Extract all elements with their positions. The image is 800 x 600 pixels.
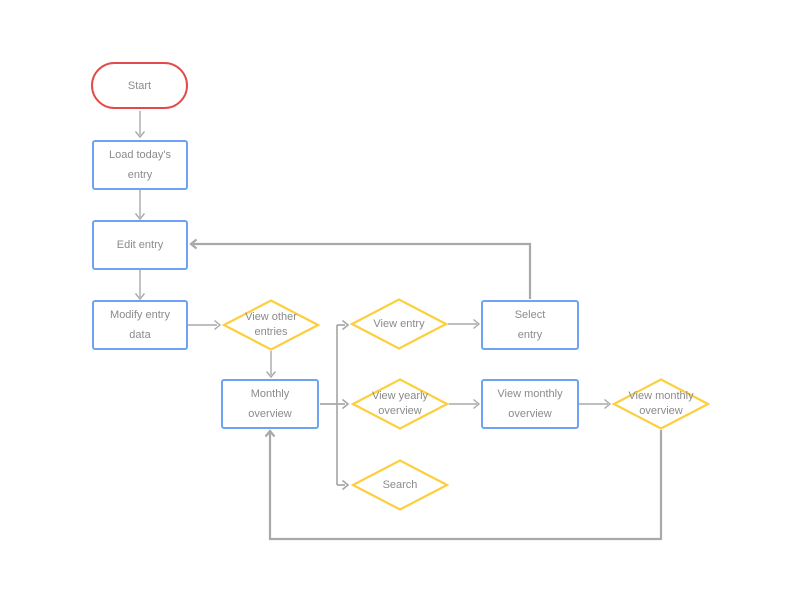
connector-view-monthly-rect-to-view-monthly-decision bbox=[579, 398, 612, 410]
node-view-monthly-overview-decision-label: View monthly overview bbox=[628, 390, 694, 417]
diamond-shape bbox=[351, 378, 449, 430]
node-view-entry[interactable]: View entry bbox=[350, 298, 448, 350]
node-view-other-entries[interactable]: View other entries bbox=[222, 299, 320, 351]
connector-select-entry-to-edit-entry bbox=[189, 238, 532, 299]
node-monthly-overview-label: Monthly overview bbox=[248, 388, 292, 420]
connector-load-to-edit bbox=[134, 190, 146, 221]
node-view-yearly-overview-label: View yearly overview bbox=[371, 390, 429, 417]
connector-view-entry-to-select-entry bbox=[448, 318, 481, 330]
connector-start-to-load bbox=[134, 111, 146, 139]
connector-edit-to-modify bbox=[134, 270, 146, 301]
diamond-shape bbox=[351, 459, 449, 511]
diamond-shape bbox=[612, 378, 710, 430]
diamond-shape bbox=[222, 299, 320, 351]
node-load-todays-entry[interactable]: Load today's entry bbox=[92, 140, 188, 190]
node-select-entry[interactable]: Select entry bbox=[481, 300, 579, 350]
node-search[interactable]: Search bbox=[351, 459, 449, 511]
connector-monthly-branch bbox=[320, 319, 350, 491]
node-modify-entry-data-label: Modify entry data bbox=[110, 309, 170, 341]
node-load-todays-entry-label: Load today's entry bbox=[108, 149, 172, 181]
node-start[interactable]: Start bbox=[91, 62, 188, 109]
diamond-shape bbox=[350, 298, 448, 350]
connector-modify-to-view-other-entries bbox=[188, 319, 222, 331]
node-modify-entry-data[interactable]: Modify entry data bbox=[92, 300, 188, 350]
node-edit-entry-label: Edit entry bbox=[116, 239, 164, 251]
node-view-yearly-overview[interactable]: View yearly overview bbox=[351, 378, 449, 430]
connector-view-yearly-to-view-monthly-rect bbox=[449, 398, 481, 410]
node-edit-entry[interactable]: Edit entry bbox=[92, 220, 188, 270]
node-search-label: Search bbox=[382, 478, 418, 491]
node-select-entry-label: Select entry bbox=[514, 309, 546, 341]
node-start-label: Start bbox=[127, 79, 152, 92]
node-view-other-entries-label: View other entries bbox=[245, 311, 297, 338]
node-view-entry-label: View entry bbox=[373, 317, 425, 330]
node-view-monthly-overview-label: View monthly overview bbox=[497, 388, 563, 420]
node-view-monthly-overview[interactable]: View monthly overview bbox=[481, 379, 579, 429]
connector-view-other-entries-to-monthly bbox=[265, 351, 277, 379]
node-monthly-overview[interactable]: Monthly overview bbox=[221, 379, 319, 429]
connector-view-monthly-decision-to-monthly bbox=[264, 429, 663, 541]
node-view-monthly-overview-decision[interactable]: View monthly overview bbox=[612, 378, 710, 430]
